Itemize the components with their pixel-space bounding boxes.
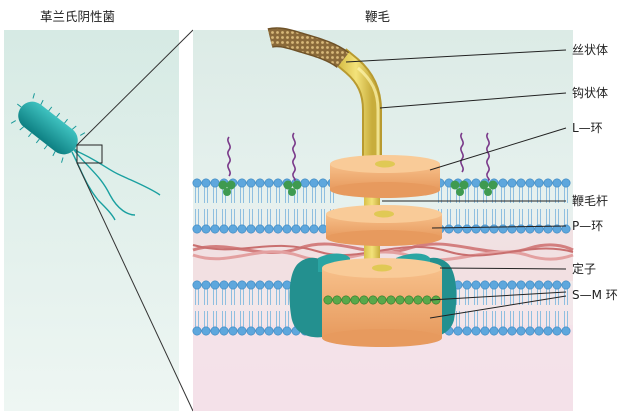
label-hook: 钩状体 [572, 86, 608, 100]
lps-heads [218, 180, 498, 196]
left-panel-title: 革兰氏阴性菌 [40, 9, 115, 24]
sm-ring [322, 258, 442, 347]
label-stator: 定子 [572, 261, 596, 276]
sm-ring-beads [323, 295, 441, 305]
bacterium [10, 93, 161, 221]
p-ring [326, 205, 442, 246]
label-rod: 鞭毛杆 [572, 194, 608, 208]
right-panel-title: 鞭毛 [365, 9, 391, 24]
lps-chains [227, 132, 490, 181]
zoom-box [76, 144, 103, 164]
zoom-line-top [76, 29, 194, 146]
label-filament: 丝状体 [572, 43, 608, 57]
label-sm-ring: S—M 环 [572, 288, 618, 302]
left-panel [4, 30, 179, 411]
label-p-ring: P—环 [572, 219, 603, 233]
label-l-ring: L—环 [572, 121, 603, 135]
zoom-line-bottom [76, 162, 194, 412]
peptidoglycan-layer [192, 242, 574, 262]
leader-lines [345, 49, 567, 319]
l-ring [330, 155, 440, 198]
